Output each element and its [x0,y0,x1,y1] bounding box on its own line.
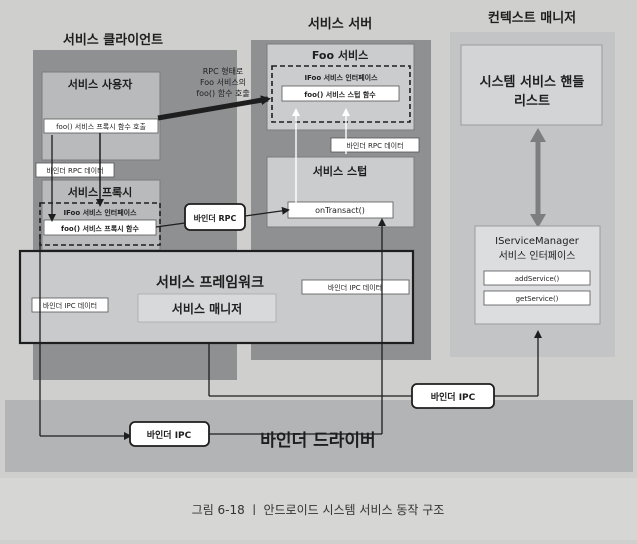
service-user-title: 서비스 사용자 [68,77,133,91]
get-service-box [483,290,591,306]
framework-ipc-left-box [31,297,109,313]
handle-list-line2: 리스트 [514,93,550,109]
context-arrow-down [530,214,546,228]
handle-list-line1: 시스템 서비스 핸들 [480,74,585,90]
proxy-call-box [43,118,159,134]
binder-driver-title: 바인더 드라이버 [260,431,375,451]
proxy-func-box [43,219,157,236]
stub-func-label: foo() 서비스 스텁 함수 [304,90,376,99]
handle-list-box [460,44,603,126]
rpc-to-ontransact-arrow [244,206,290,217]
binder-rpc-box [184,203,246,231]
caption-area [0,478,637,540]
binder-rpc-label: 바인더 RPC [194,213,237,223]
figure-caption: 그림 6-18 ㅣ 안드로이드 시스템 서비스 동작 구조 [192,503,445,517]
stub-func-box [281,85,400,102]
context-arrow-up [530,128,546,142]
service-interface-label: 서비스 인터페이스 [499,250,576,262]
proxy-to-rpc-line [155,222,186,228]
server-interface-label: IFoo 서비스 인터페이스 [304,73,378,82]
rpc-note-line3: foo() 함수 호출 [196,88,249,98]
driver-ipc-right-label: 바인더 IPC [431,391,476,403]
iservice-manager-label: IServiceManager [495,236,580,247]
context-manager-title: 컨텍스트 매니저 [488,10,576,26]
server-interface-dashed [271,65,411,123]
service-manager-box [137,293,277,323]
client-binder-rpc-data-label: 바인더 RPC 데이터 [46,166,103,175]
framework-ipc-left-label: 바인더 IPC 데이터 [43,301,97,310]
rpc-note-line1: RPC 형태로 [203,67,244,76]
rpc-note-line2: Foo 서비스의 [200,77,246,87]
proxy-call-label: foo() 서비스 프록시 함수 호출 [56,122,146,131]
client-interface-label: IFoo 서비스 인터페이스 [63,208,137,217]
service-manager-label: 서비스 매니저 [172,301,242,316]
driver-ipc-left-label: 바인더 IPC [147,429,192,441]
server-binder-rpc-data-label: 바인더 RPC 데이터 [346,141,403,150]
add-service-box [483,270,591,286]
on-transact-label: onTransact() [315,206,365,215]
foo-service-title: Foo 서비스 [312,48,368,62]
add-service-label: addService() [515,275,560,283]
service-stub-title: 서비스 스텁 [313,164,367,178]
service-user-box [41,71,161,161]
framework-ipc-right-label: 바인더 IPC 데이터 [328,283,382,292]
client-binder-rpc-data-box [35,162,115,178]
rpc-thick-arrow [157,95,271,121]
server-column-title: 서비스 서버 [308,16,372,32]
proxy-func-label: foo() 서비스 프록시 함수 [61,224,139,233]
get-service-label: getService() [516,295,559,303]
client-column-title: 서비스 클라이언트 [63,32,163,48]
service-framework-box [18,249,415,345]
server-binder-rpc-data-box [330,137,420,153]
service-framework-title: 서비스 프레임워크 [156,275,264,291]
